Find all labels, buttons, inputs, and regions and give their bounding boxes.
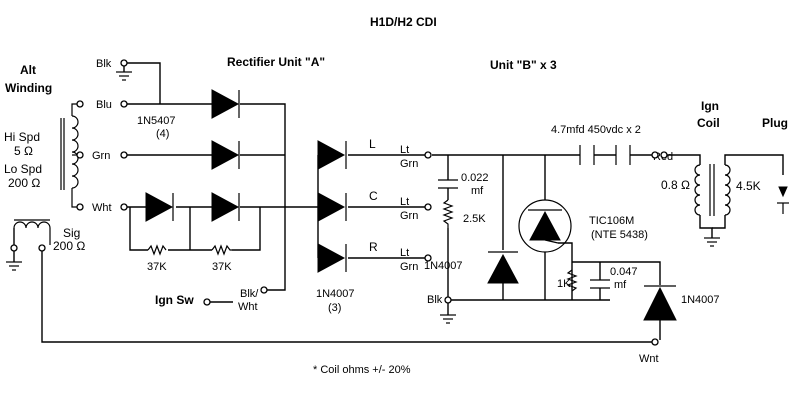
coil-primary-label: 0.8 Ω xyxy=(661,178,690,192)
diode-1n5407-count: (4) xyxy=(156,128,169,140)
ign-coil-label-2: Coil xyxy=(697,116,720,130)
sig-label: Sig xyxy=(63,226,80,240)
ignition-coil xyxy=(694,164,731,216)
capacitor-022-unit: mf xyxy=(471,185,484,197)
resistor-37k-2-label: 37K xyxy=(212,261,232,273)
diode-1n4007-count: (3) xyxy=(328,302,341,314)
terminal-ltgrn-r-label-2: Grn xyxy=(400,261,418,273)
coil-secondary-label: 4.5K xyxy=(736,179,761,193)
rectifier-unit-a-label: Rectifier Unit "A" xyxy=(227,55,325,69)
lo-spd-ohms: 200 Ω xyxy=(8,176,40,190)
diode-blu xyxy=(211,89,240,119)
diode-r xyxy=(317,243,347,273)
terminal-blu-label: Blu xyxy=(96,99,112,111)
diagram-title: H1D/H2 CDI xyxy=(370,15,437,29)
lo-spd-label: Lo Spd xyxy=(4,162,42,176)
capacitor-047-unit: mf xyxy=(614,279,627,291)
sig-winding-coil xyxy=(13,219,51,245)
resistor-2-5k xyxy=(442,199,454,228)
output-r-label: R xyxy=(369,240,378,254)
terminal-ltgrn-l-label-2: Grn xyxy=(400,158,418,170)
ign-sw-label: Ign Sw xyxy=(155,293,194,307)
scr-part-label: (NTE 5438) xyxy=(591,229,648,241)
alt-winding-label-2: Winding xyxy=(5,81,52,95)
ground-sig xyxy=(6,261,22,271)
diode-grn xyxy=(211,140,240,170)
resistor-37k-1 xyxy=(147,244,167,256)
hi-spd-ohms: 5 Ω xyxy=(14,144,33,158)
diode-1n5407-label: 1N5407 xyxy=(137,115,176,127)
diode-wht-1 xyxy=(145,192,174,222)
capacitor-047 xyxy=(590,279,610,289)
capacitor-main-2 xyxy=(615,145,631,165)
plug-label: Plug xyxy=(762,116,788,130)
output-c-label: C xyxy=(369,189,378,203)
terminal-blkwht-label: Blk/ xyxy=(240,288,259,300)
terminal-wht-label: Wht xyxy=(92,202,112,214)
spark-plug xyxy=(777,186,789,214)
footnote: * Coil ohms +/- 20% xyxy=(313,364,411,376)
capacitor-main-label: 4.7mfd 450vdc x 2 xyxy=(551,124,641,136)
terminal-ltgrn-c-label-2: Grn xyxy=(400,210,418,222)
terminal-grn-label: Grn xyxy=(92,150,110,162)
terminal-blk-label: Blk xyxy=(96,58,112,70)
alt-winding-label: Alt xyxy=(20,63,36,77)
diode-l xyxy=(317,140,347,170)
terminals xyxy=(10,59,668,346)
diode-wht-2 xyxy=(211,192,240,222)
terminal-ltgrn-r-label: Lt xyxy=(400,247,409,259)
resistor-37k-2 xyxy=(211,244,232,256)
resistor-1k-label: 1K xyxy=(557,278,571,290)
resistor-37k-1-label: 37K xyxy=(147,261,167,273)
diode-b2-label: 1N4007 xyxy=(681,294,720,306)
ground-coil xyxy=(704,237,720,247)
diode-1n4007-label: 1N4007 xyxy=(316,288,355,300)
diode-b1 xyxy=(487,251,519,284)
ground-unit-b xyxy=(440,314,456,324)
capacitor-022 xyxy=(438,179,458,189)
terminal-blk-b-label: Blk xyxy=(427,294,443,306)
terminal-ltgrn-c-label: Lt xyxy=(400,196,409,208)
resistor-2-5k-label: 2.5K xyxy=(463,213,486,225)
diode-c xyxy=(317,192,347,222)
wiring xyxy=(13,62,784,343)
unit-b-label: Unit "B" x 3 xyxy=(490,58,557,72)
hi-spd-label: Hi Spd xyxy=(4,130,40,144)
ign-coil-label: Ign xyxy=(701,99,719,113)
sig-ohms: 200 Ω xyxy=(53,239,85,253)
diode-b2 xyxy=(643,285,677,321)
output-l-label: L xyxy=(369,137,376,151)
terminal-wnt-label: Wnt xyxy=(639,353,659,365)
scr-tic106m xyxy=(518,199,572,253)
ground-blk xyxy=(116,71,132,81)
terminal-blkwht-label-2: Wht xyxy=(238,301,258,313)
capacitor-022-label: 0.022 xyxy=(461,172,489,184)
diode-b1-label: 1N4007 xyxy=(424,260,463,272)
capacitor-047-label: 0.047 xyxy=(610,266,638,278)
terminal-ltgrn-l-label: Lt xyxy=(400,144,409,156)
capacitor-main-1 xyxy=(579,145,595,165)
scr-label: TIC106M xyxy=(589,215,634,227)
resistor-1k xyxy=(566,269,578,292)
